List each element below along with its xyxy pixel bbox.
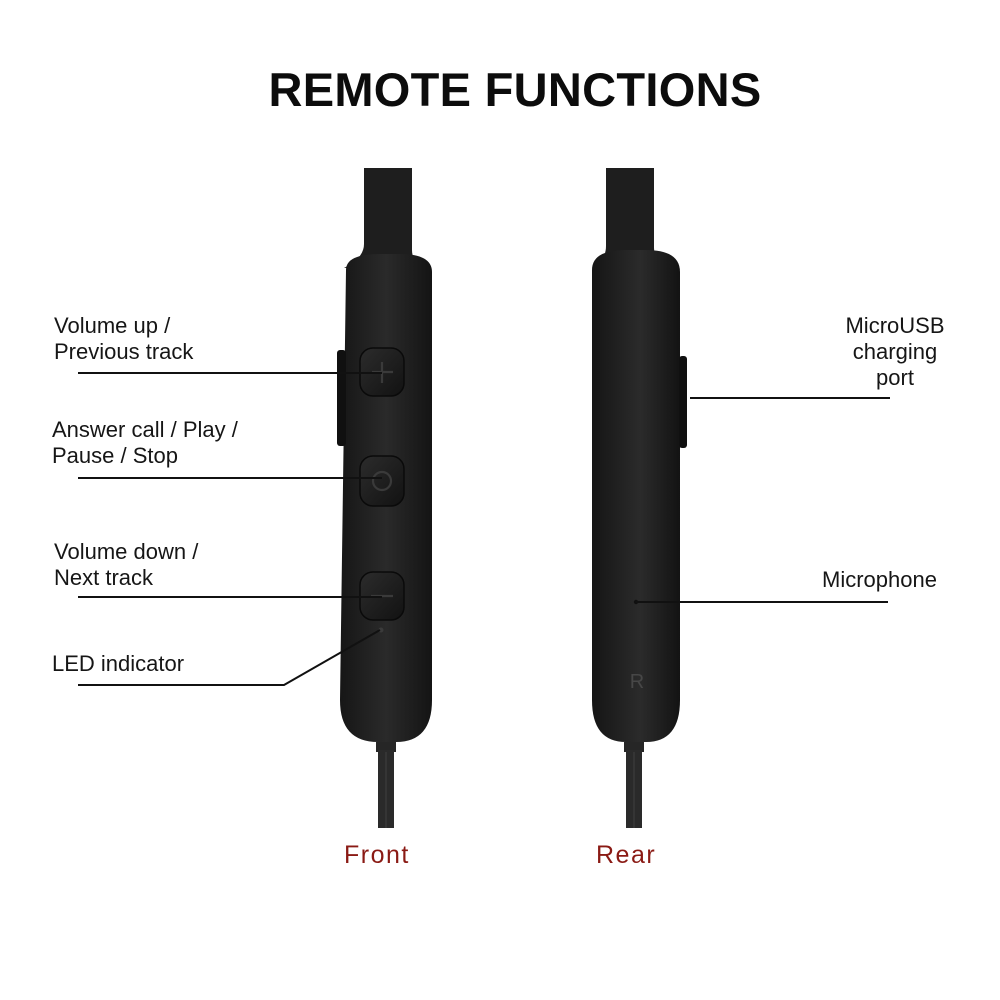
label-volume-up: Volume up / Previous track [54,313,194,364]
leader-led [78,629,381,686]
side-mark-r: R [630,671,644,693]
rear-remote: R [592,168,687,828]
front-side-groove [337,350,346,446]
label-led-indicator: LED indicator [52,651,185,676]
caption-rear: Rear [596,841,657,869]
rear-body [592,250,680,742]
page-title: REMOTE FUNCTIONS [268,63,762,116]
leader-lines [78,372,890,686]
label-volume-down: Volume down / Next track [54,539,199,590]
circle-icon [371,470,393,492]
label-answer-call: Answer call / Play / Pause / Stop [52,417,238,468]
play-pause-button[interactable] [359,455,405,507]
usb-port-cover [679,356,687,448]
caption-front: Front [344,841,410,869]
label-microusb-port: MicroUSB charging port [845,313,945,390]
front-remote [337,168,432,828]
label-microphone: Microphone [822,567,937,592]
